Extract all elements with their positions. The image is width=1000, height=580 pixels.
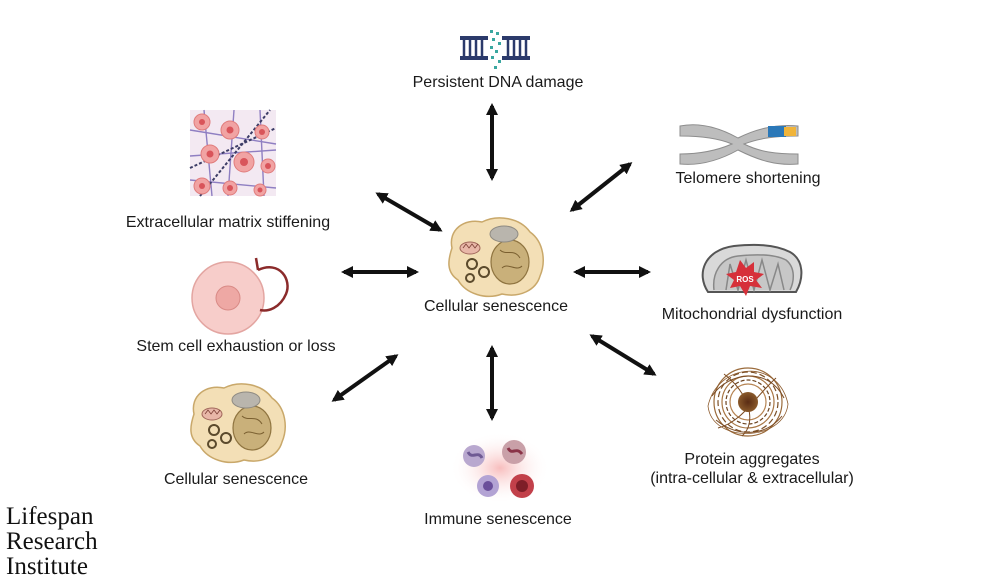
- node-label-stem-cell-exhaustion: Stem cell exhaustion or loss: [136, 338, 336, 355]
- immune-cell-2: [502, 440, 526, 464]
- senescent-cell-icon: [190, 383, 286, 464]
- senescent-cell-center-icon: [448, 217, 544, 298]
- arrow-senescence: [331, 354, 399, 402]
- protein-aggregate-icon: [707, 367, 789, 437]
- node-label-immune-senescence: Immune senescence: [424, 511, 572, 528]
- node-label-protein-aggregates-detail: (intra-cellular & extracellular): [650, 470, 854, 487]
- node-label-mitochondrial-dysfunction: Mitochondrial dysfunction: [661, 306, 843, 323]
- immune-cells-icon: [450, 432, 550, 504]
- immune-cell-1: [463, 445, 485, 467]
- node-label-cellular-senescence: Cellular senescence: [163, 471, 309, 488]
- extracellular-matrix-icon: [189, 109, 277, 197]
- node-label-telomere-shortening: Telomere shortening: [675, 170, 821, 187]
- chromosome-icon: [679, 124, 799, 165]
- arrow-protein: [589, 334, 657, 376]
- node-label-protein-aggregates: Protein aggregates: [684, 451, 820, 468]
- logo-line-2: Research: [6, 528, 98, 555]
- immune-cell-3: [477, 475, 499, 497]
- institute-logo: Lifespan Research Institute: [6, 504, 98, 579]
- arrow-ecm: [375, 192, 443, 232]
- ros-badge: ROS: [736, 275, 754, 284]
- node-label-dna-damage: Persistent DNA damage: [412, 74, 584, 91]
- dna-damage-icon: [460, 30, 530, 69]
- logo-line-1: Lifespan: [6, 503, 94, 530]
- node-label-ecm-stiffening: Extracellular matrix stiffening: [125, 214, 331, 231]
- stem-cell-icon: [191, 257, 289, 335]
- immune-cell-4: [510, 474, 534, 498]
- mitochondrion-icon: ROS: [701, 243, 803, 296]
- center-label-cellular-senescence: Cellular senescence: [423, 298, 569, 315]
- arrow-telomere: [569, 162, 633, 212]
- logo-line-3: Institute: [6, 553, 88, 580]
